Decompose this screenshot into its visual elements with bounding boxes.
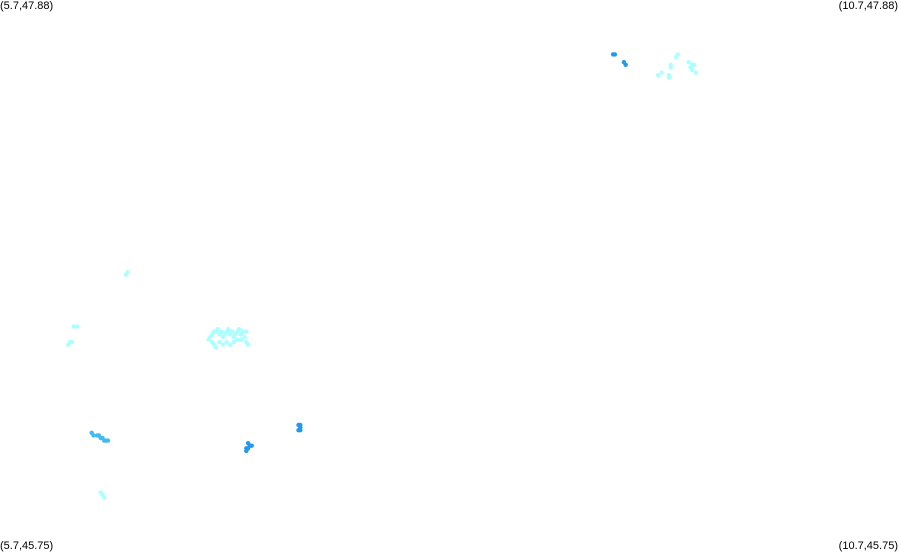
point-group-south-central [244,441,254,454]
map-point [231,339,236,345]
point-group-northeast-dark [610,52,628,67]
map-point [242,334,247,340]
map-point [673,54,679,60]
map-point [125,269,130,275]
corner-label-bottom-right: (10.7,45.75) [838,540,898,552]
map-point [238,337,244,342]
map-point [686,60,691,65]
map-point [249,443,254,448]
map-point [235,337,240,342]
map-point [69,339,75,345]
map-point [226,326,231,332]
map-point [236,326,242,332]
map-point [666,75,672,80]
map-point [244,329,249,334]
map-point [71,324,76,329]
corner-label-top-left: (5.7,47.88) [0,0,54,12]
map-point [217,339,222,345]
map-point [245,342,251,347]
map-point [298,428,303,433]
map-point [245,441,251,446]
map-point [213,345,218,350]
corner-label-bottom-left: (5.7,45.75) [0,540,54,552]
map-point [298,422,303,428]
point-group-south-central-east [296,422,303,433]
map-point [91,433,96,438]
point-group-northeast-light [655,52,698,80]
map-point [612,52,618,57]
map-point [75,324,80,329]
point-group-south-west-stream [89,430,111,443]
map-point [240,329,245,334]
map-point [655,73,661,78]
map-point [219,329,224,334]
map-point [224,339,229,345]
point-group-west-pairs [66,324,80,347]
map-point [220,342,226,347]
corner-label-top-right: (10.7,47.88) [838,0,898,12]
map-point [215,326,220,332]
map-point [229,329,235,334]
map-point [102,495,107,500]
point-group-south-bottom [98,490,107,500]
map-point [659,70,664,75]
map-point [690,67,695,73]
map-point [623,62,628,67]
map-point [693,70,698,75]
map-point [105,438,111,443]
map-point [691,62,697,67]
map-point [206,337,211,342]
point-group-central-dense [206,326,251,350]
map-point [66,342,71,347]
map-point [244,446,249,451]
point-group-north-west-isolated [123,269,130,277]
map-point [668,62,673,67]
map-point [227,342,233,347]
